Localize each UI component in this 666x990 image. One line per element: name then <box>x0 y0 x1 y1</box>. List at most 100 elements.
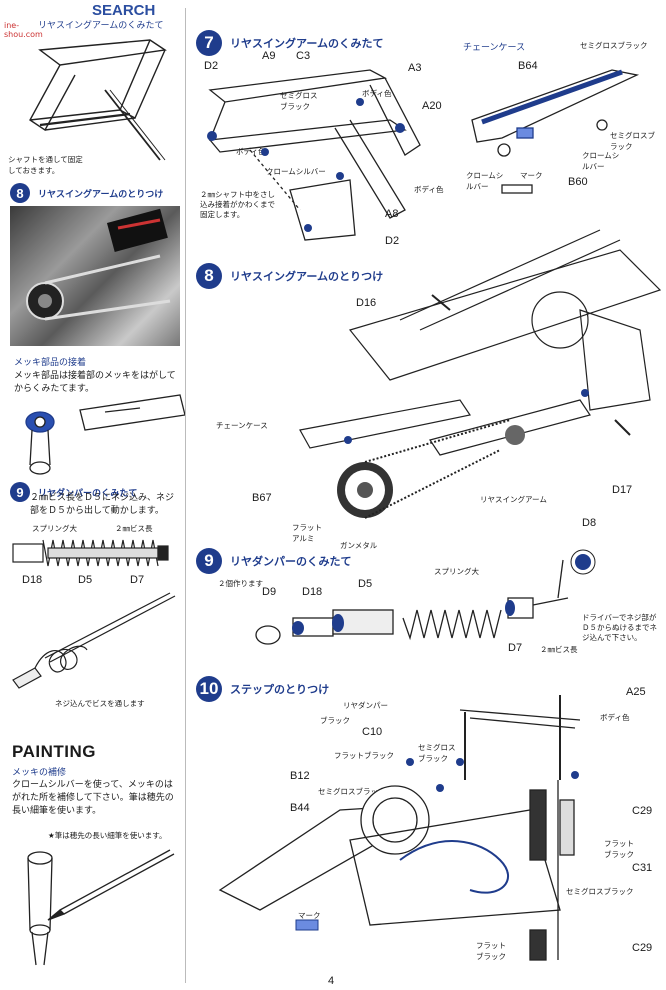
step8-header: 8 リヤスイングアームのとりつけ <box>196 263 383 289</box>
step9-spring-label: スプリング大 <box>434 567 479 576</box>
step10-part-c29-bottom: C29 <box>632 942 653 954</box>
step7-part-a9: A9 <box>262 50 276 62</box>
step9-part-d5: D5 <box>358 578 373 590</box>
left-step9-title: リヤダンパーのくみたて <box>38 488 138 499</box>
step10-paint-semigloss3: セミグロスブラック <box>566 887 634 896</box>
left-step8-title: リヤスイングアームのとりつけ <box>38 189 164 200</box>
step7-part-a3: A3 <box>408 62 422 74</box>
step7-paint-chrome: クロームシルバー <box>266 167 326 176</box>
step7-part-a20: A20 <box>422 100 442 112</box>
painting-title: PAINTING <box>12 742 96 761</box>
step7-part-a8: A8 <box>385 208 399 220</box>
step9-number: 9 <box>196 548 222 574</box>
step7-paint-body1: ボディ色 <box>362 89 392 98</box>
swingarm-sketch <box>29 39 167 161</box>
step10-part-a25: A25 <box>626 686 646 698</box>
watermark-text: SEARCH <box>92 2 156 19</box>
step8-photo <box>10 206 180 346</box>
step10-paint-flatblack1: フラットブラック <box>334 751 394 760</box>
step10-part-c10: C10 <box>362 726 383 738</box>
step9-damper-diagram <box>255 549 596 645</box>
step10-damper-label: リヤダンパー <box>343 701 388 710</box>
step8-frame-diagram <box>299 229 662 519</box>
step7-header: 7 リヤスイングアームのくみたて <box>196 30 383 56</box>
step8-part-d16: D16 <box>356 297 377 309</box>
step9-driver-note: ドライバーでネジ部がＤ５からぬけるまでネジ込んで下さい。 <box>582 613 657 642</box>
shaft-note: シャフトを通して固定しておきます。 <box>8 155 83 175</box>
step7-number: 7 <box>196 30 222 56</box>
step10-part-b44: B44 <box>290 802 310 814</box>
left-step9-number: 9 <box>10 482 30 502</box>
screw-note: ネジ込んでビスを通します <box>55 699 145 708</box>
left-part-d5: D5 <box>78 574 93 586</box>
step10-part-b12: B12 <box>290 770 310 782</box>
step8-paint-flat-alu: フラットアルミ <box>292 523 322 543</box>
step7-paint-semigloss: セミグロスブラック <box>280 91 318 111</box>
left-step8-header: 8 リヤスイングアームのとりつけ <box>10 183 163 203</box>
step9-title: リヤダンパーのくみたて <box>230 555 352 568</box>
step7-shaft-note: ２㎜シャフト中をさし込み接着がかわくまで固定します。 <box>200 190 275 219</box>
painting-body: クロームシルバーを使って、メッキのはがれた所を補修して下さい。筆は穂先の長い細筆… <box>12 780 174 816</box>
step8-part-b67: B67 <box>252 492 272 504</box>
chain-paint-chrome2: クロームシルバー <box>582 151 620 171</box>
step8-chain-case-label: チェーンケース <box>216 421 268 430</box>
step10-paint-semigloss2: セミグロスブラック <box>318 787 386 796</box>
chain-case-title: チェーンケース <box>463 43 526 53</box>
chain-case-part-b60: B60 <box>568 176 588 188</box>
step10-header: 10 ステップのとりつけ <box>196 676 329 702</box>
step10-paint-semigloss1: セミグロスブラック <box>418 743 456 763</box>
chain-paint-semigloss2: セミグロスブラック <box>610 131 655 151</box>
step9-qty: ２個作ります <box>218 579 263 588</box>
left-part-d18: D18 <box>22 574 43 586</box>
step8-paint-gunmetal: ガンメタル <box>340 541 378 550</box>
step10-title: ステップのとりつけ <box>230 683 330 696</box>
watermark-url: ine-shou.com <box>4 21 43 39</box>
plating-sketch <box>25 394 186 475</box>
painting-subtitle: メッキの補修 <box>12 768 67 778</box>
step10-paint-body: ボディ色 <box>600 713 630 722</box>
step10-paint-flatblack3: フラットブラック <box>476 941 506 961</box>
left-step8-number: 8 <box>10 183 30 203</box>
step10-part-c29-top: C29 <box>632 805 653 817</box>
step7-paint-body3: ボディ色 <box>414 185 444 194</box>
step10-part-c31: C31 <box>632 862 653 874</box>
step7-swingarm-diagram <box>207 69 421 241</box>
painting-footnote: ★筆は穂先の長い細筆を使います。 <box>48 831 167 840</box>
step9-part-d18: D18 <box>302 586 323 598</box>
step8-swingarm-label: リヤスイングアーム <box>480 495 547 504</box>
step9-header: 9 リヤダンパーのくみたて <box>196 548 351 574</box>
plating-body: メッキ部品は接着部のメッキをはがしてからくみたてます。 <box>14 371 176 394</box>
step7-part-d2-top: D2 <box>204 60 219 72</box>
step7-title: リヤスイングアームのくみたて <box>230 37 384 50</box>
step8-part-d17: D17 <box>612 484 633 496</box>
step9-screw-label: ２㎜ビス長 <box>540 645 578 654</box>
screw-spring-sketch <box>12 592 176 689</box>
column-divider <box>185 8 186 983</box>
step8-title: リヤスイングアームのとりつけ <box>230 270 384 283</box>
top-caption: リヤスイングアームのくみたて <box>38 21 164 31</box>
page-number: 4 <box>328 975 335 987</box>
left-step9-header: 9 リヤダンパーのくみたて <box>10 482 137 502</box>
step9-part-d8: D8 <box>582 517 597 529</box>
step10-engine-diagram <box>218 695 581 961</box>
left-part-d7: D7 <box>130 574 145 586</box>
step10-paint-flatblack2: フラットブラック <box>604 839 634 859</box>
chain-paint-chrome1: クロームシルバー <box>466 171 504 191</box>
chain-case-part-b64: B64 <box>518 60 538 72</box>
brush-sketch <box>27 849 175 966</box>
chain-case-diagram <box>471 69 640 194</box>
plating-title: メッキ部品の接着 <box>14 358 87 368</box>
spring-label: スプリング大 <box>32 524 77 533</box>
step10-mark-label: マーク <box>298 911 321 920</box>
step10-number: 10 <box>196 676 222 702</box>
step7-part-c3: C3 <box>296 50 311 62</box>
step9-part-d9: D9 <box>262 586 277 598</box>
damper-diagram-left <box>12 539 169 567</box>
step7-part-d2-bottom: D2 <box>385 235 400 247</box>
chain-mark: マーク <box>520 171 543 180</box>
screw-label: ２㎜ビス長 <box>115 524 153 533</box>
step8-number: 8 <box>196 263 222 289</box>
left-step9-body: ２㎜ビス長をＤ５にネジ込み、ネジ部をＤ５から出して動かします。 <box>30 493 175 516</box>
chain-paint-semigloss1: セミグロスブラック <box>580 41 648 50</box>
step10-paint-black: ブラック <box>320 716 350 725</box>
